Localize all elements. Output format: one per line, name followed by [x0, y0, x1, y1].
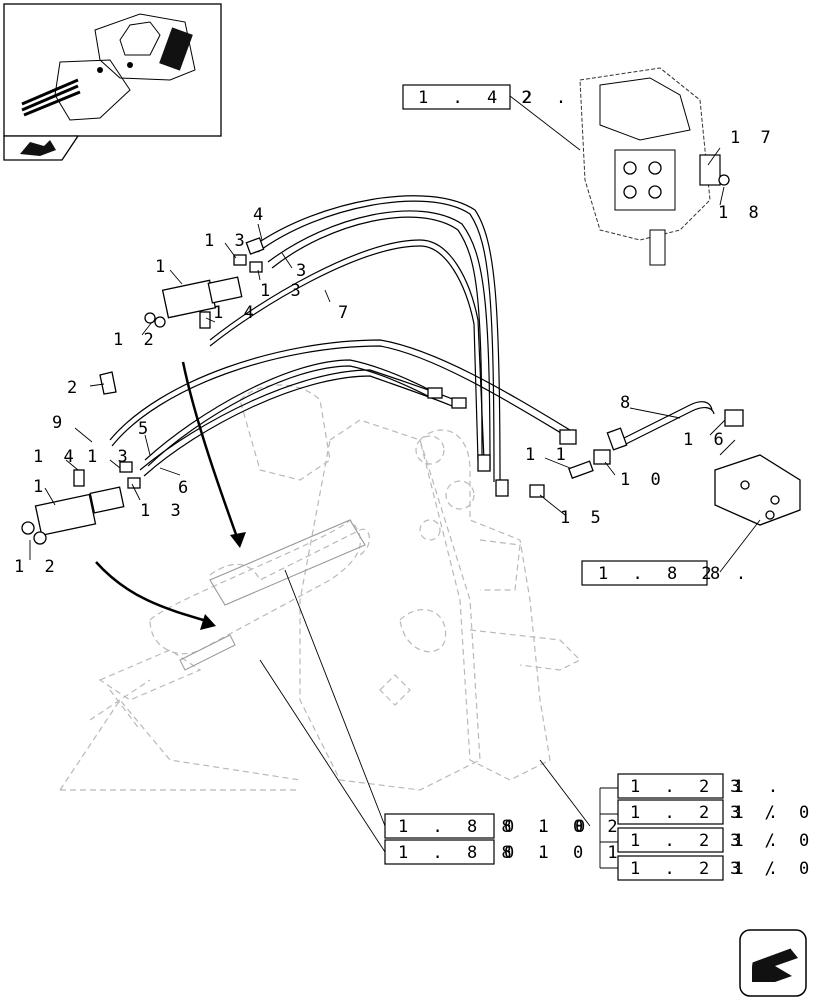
callout-labels: 1 1 2 3 4 5 6 7 8 9 1 0 1 1 1 2 1 2 1 3 … — [14, 128, 776, 577]
callout-15: 1 5 — [560, 508, 606, 528]
callout-17: 1 7 — [730, 128, 776, 148]
callout-7: 7 — [338, 303, 353, 323]
reference-121-303[interactable]: 1 . 2 1 . 3 / 0 3 — [617, 855, 820, 881]
svg-text:8: 8 — [710, 564, 727, 584]
callout-6: 6 — [178, 478, 193, 498]
reference-188-0101[interactable]: 1 . 8 8 . 0 1 0 1 — [384, 839, 625, 865]
lift-cylinder — [179, 519, 366, 671]
callout-14-upper: 1 4 — [213, 303, 259, 323]
callout-10: 1 0 — [620, 470, 666, 490]
callout-13-d: 1 3 — [140, 501, 186, 521]
callout-14-lower: 1 4 — [33, 447, 79, 467]
callout-1-upper: 1 — [155, 257, 170, 277]
svg-text:0 1 0 1: 0 1 0 1 — [504, 843, 625, 863]
callout-16: 1 6 — [683, 430, 729, 450]
reference-121-3[interactable]: 1 . 2 1 . 3 — [617, 773, 785, 799]
callout-3: 3 — [296, 261, 311, 281]
control-valve-assembly[interactable] — [579, 67, 730, 266]
callout-12-lower: 1 2 — [14, 557, 60, 577]
svg-text:3 / 0 3: 3 / 0 3 — [730, 859, 820, 879]
svg-text:1 . 8 2 .: 1 . 8 2 . — [598, 564, 753, 584]
reference-121-301[interactable]: 1 . 2 1 . 3 / 0 1 — [617, 799, 820, 825]
leader-lines — [29, 95, 761, 869]
svg-text:2: 2 — [522, 88, 539, 108]
callout-1-lower: 1 — [33, 477, 48, 497]
flow-arrows — [95, 361, 246, 630]
svg-text:3 / 0 2: 3 / 0 2 — [730, 831, 820, 851]
callout-8: 8 — [620, 393, 635, 413]
callout-13-c: 1 3 — [87, 447, 133, 467]
svg-text:1 . 2 1 .: 1 . 2 1 . — [630, 777, 785, 797]
svg-text:1 . 2 1 .: 1 . 2 1 . — [630, 831, 785, 851]
svg-text:1 . 4 2 .: 1 . 4 2 . — [418, 88, 573, 108]
reference-0-2-label: 0 — [575, 817, 592, 837]
svg-text:3: 3 — [730, 777, 747, 797]
svg-text:3 / 0 1: 3 / 0 1 — [730, 803, 820, 823]
callout-13-a: 1 3 — [204, 231, 250, 251]
callout-2: 2 — [67, 378, 82, 398]
thumbnail-overview[interactable] — [3, 3, 222, 137]
reference-142[interactable]: 1 . 4 2 . 2 — [402, 84, 573, 110]
section-arrow-icon[interactable] — [3, 135, 80, 161]
reference-188-0102[interactable]: 1 . 8 8 . 0 1 0 2 — [384, 813, 625, 839]
background-frame-ghost — [59, 384, 582, 791]
fittings[interactable] — [21, 237, 801, 545]
callout-11: 1 1 — [525, 445, 571, 465]
reference-182[interactable]: 1 . 8 2 . 8 — [581, 560, 753, 586]
svg-text:1 . 8 8 .: 1 . 8 8 . — [398, 817, 553, 837]
hydraulic-hoses — [109, 195, 715, 483]
callout-18: 1 8 — [718, 203, 764, 223]
svg-text:1 . 8 8 .: 1 . 8 8 . — [398, 843, 553, 863]
svg-text:1 . 2 1 .: 1 . 2 1 . — [630, 859, 785, 879]
reference-121-302[interactable]: 1 . 2 1 . 3 / 0 2 — [617, 827, 820, 853]
callout-9: 9 — [52, 413, 67, 433]
svg-text:1 . 2 1 .: 1 . 2 1 . — [630, 803, 785, 823]
callout-4: 4 — [253, 205, 268, 225]
svg-text:0 1 0 2: 0 1 0 2 — [504, 817, 625, 837]
callout-13-b: 1 3 — [260, 281, 306, 301]
next-page-arrow-icon[interactable] — [739, 929, 807, 997]
callout-12-upper: 1 2 — [113, 330, 159, 350]
callout-5: 5 — [138, 419, 153, 439]
